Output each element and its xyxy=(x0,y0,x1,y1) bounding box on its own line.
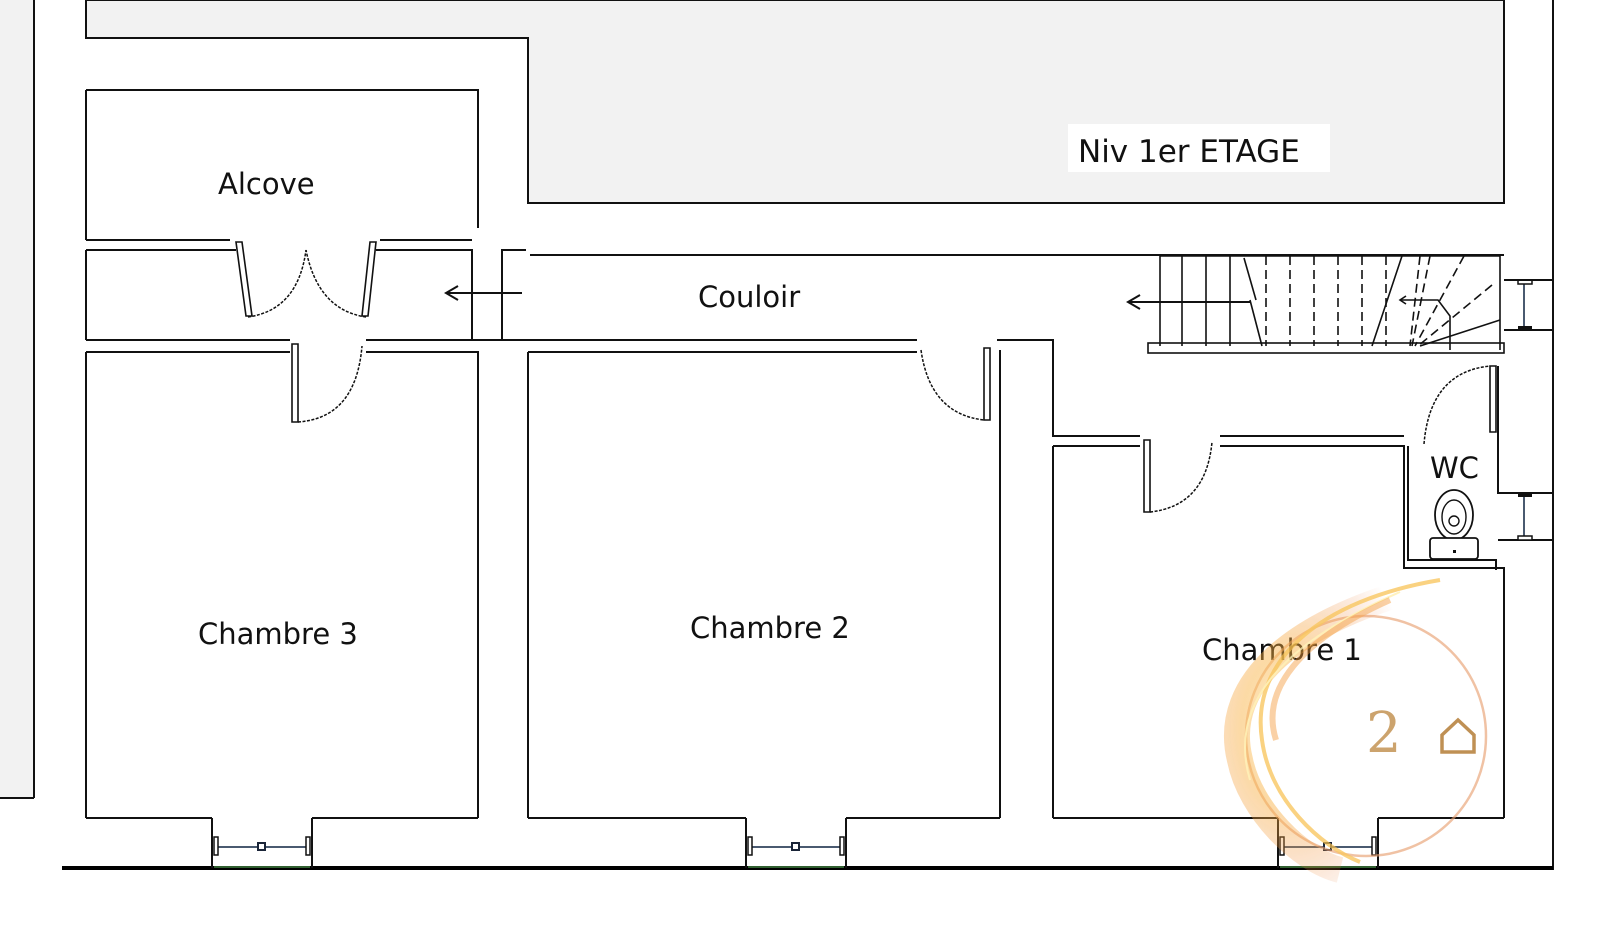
chambre3-room xyxy=(85,351,479,819)
chambre1-door[interactable] xyxy=(1143,439,1213,513)
watermark-number: 2 xyxy=(1366,701,1402,766)
chambre2-door[interactable] xyxy=(920,347,991,421)
window-stair xyxy=(1504,279,1553,331)
label-chambre3: Chambre 3 xyxy=(198,617,358,651)
direction-arrows xyxy=(444,285,1250,310)
label-alcove: Alcove xyxy=(218,167,315,201)
wc-door[interactable] xyxy=(1423,365,1497,445)
house-icon xyxy=(1440,717,1476,754)
exterior-area xyxy=(0,0,1505,798)
alcove-room xyxy=(85,89,479,341)
couloir-corridor xyxy=(472,249,1504,437)
level-label-text: Niv 1er ETAGE xyxy=(1078,134,1300,170)
staircase xyxy=(1147,255,1505,354)
label-wc: WC xyxy=(1430,451,1479,485)
level-label: Niv 1er ETAGE xyxy=(1068,124,1330,172)
toilet-icon xyxy=(1429,489,1479,560)
window-wc xyxy=(1517,493,1533,541)
watermark-logo: 2 xyxy=(1223,575,1488,883)
window-chambre2 xyxy=(745,818,847,868)
chambre1-room xyxy=(1052,445,1505,819)
chambre2-room xyxy=(527,350,1001,819)
window-chambre3 xyxy=(211,818,313,868)
alcove-double-door[interactable] xyxy=(235,241,377,318)
chambre3-door[interactable] xyxy=(291,343,363,423)
wc-room xyxy=(1407,366,1553,570)
label-chambre2: Chambre 2 xyxy=(690,611,850,645)
label-couloir: Couloir xyxy=(698,280,800,314)
